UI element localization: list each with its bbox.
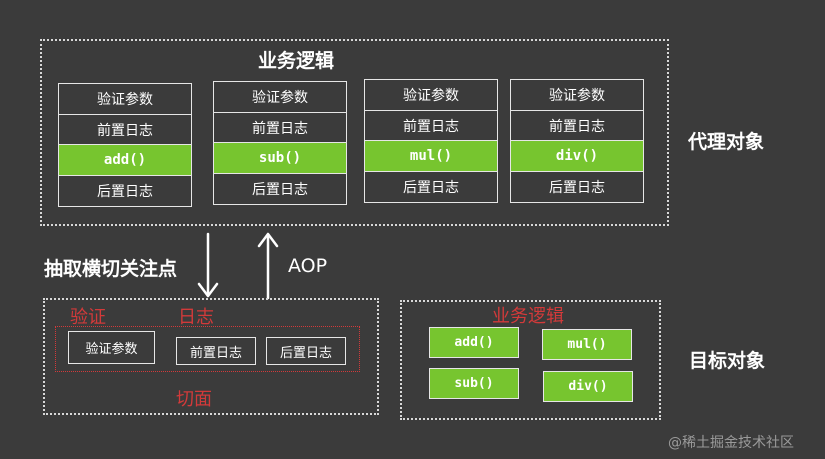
proxy-object-label: 代理对象 <box>688 131 765 153</box>
validate-params-cell: 验证参数 <box>510 79 644 111</box>
target-method-add: add() <box>429 327 519 358</box>
pre-log-cell: 前置日志 <box>364 109 498 142</box>
arrows-diagram <box>197 232 279 300</box>
method-cell: sub() <box>213 142 347 174</box>
post-log-cell: 后置日志 <box>510 170 644 203</box>
proxy-object-region <box>40 39 669 226</box>
aspect-post-log: 后置日志 <box>266 337 346 365</box>
watermark: @稀土掘金技术社区 <box>668 435 794 451</box>
proxy-column-div: 验证参数 前置日志 div() 后置日志 <box>510 79 644 203</box>
aspect-region <box>43 298 379 415</box>
proxy-column-add: 验证参数 前置日志 add() 后置日志 <box>58 83 192 207</box>
method-cell: mul() <box>364 140 498 172</box>
post-log-cell: 后置日志 <box>364 170 498 203</box>
aspect-label: 切面 <box>176 389 212 410</box>
post-log-cell: 后置日志 <box>58 174 192 207</box>
validate-params-cell: 验证参数 <box>364 79 498 111</box>
aop-label: AOP <box>288 255 328 277</box>
method-cell: div() <box>510 140 644 172</box>
aspect-validate-params: 验证参数 <box>68 331 155 364</box>
pre-log-cell: 前置日志 <box>510 109 644 142</box>
validate-label: 验证 <box>70 307 106 328</box>
pre-log-cell: 前置日志 <box>58 113 192 146</box>
method-cell: add() <box>58 144 192 176</box>
proxy-column-sub: 验证参数 前置日志 sub() 后置日志 <box>213 81 347 205</box>
target-object-region <box>400 300 661 420</box>
target-method-sub: sub() <box>429 368 519 399</box>
target-object-label: 目标对象 <box>689 350 766 372</box>
log-label: 日志 <box>178 307 214 328</box>
pre-log-cell: 前置日志 <box>213 111 347 144</box>
proxy-business-logic-title: 业务逻辑 <box>258 50 335 72</box>
validate-params-cell: 验证参数 <box>58 83 192 115</box>
aspect-red-outline <box>55 326 360 372</box>
target-business-logic-title: 业务逻辑 <box>492 306 564 327</box>
validate-params-cell: 验证参数 <box>213 81 347 113</box>
target-method-mul: mul() <box>542 329 632 360</box>
post-log-cell: 后置日志 <box>213 172 347 205</box>
aspect-pre-log: 前置日志 <box>176 337 256 365</box>
target-method-div: div() <box>543 371 633 402</box>
extract-cross-cutting-label: 抽取横切关注点 <box>44 258 178 280</box>
up-arrow-icon <box>257 232 279 300</box>
down-arrow-icon <box>197 232 219 298</box>
proxy-column-mul: 验证参数 前置日志 mul() 后置日志 <box>364 79 498 203</box>
